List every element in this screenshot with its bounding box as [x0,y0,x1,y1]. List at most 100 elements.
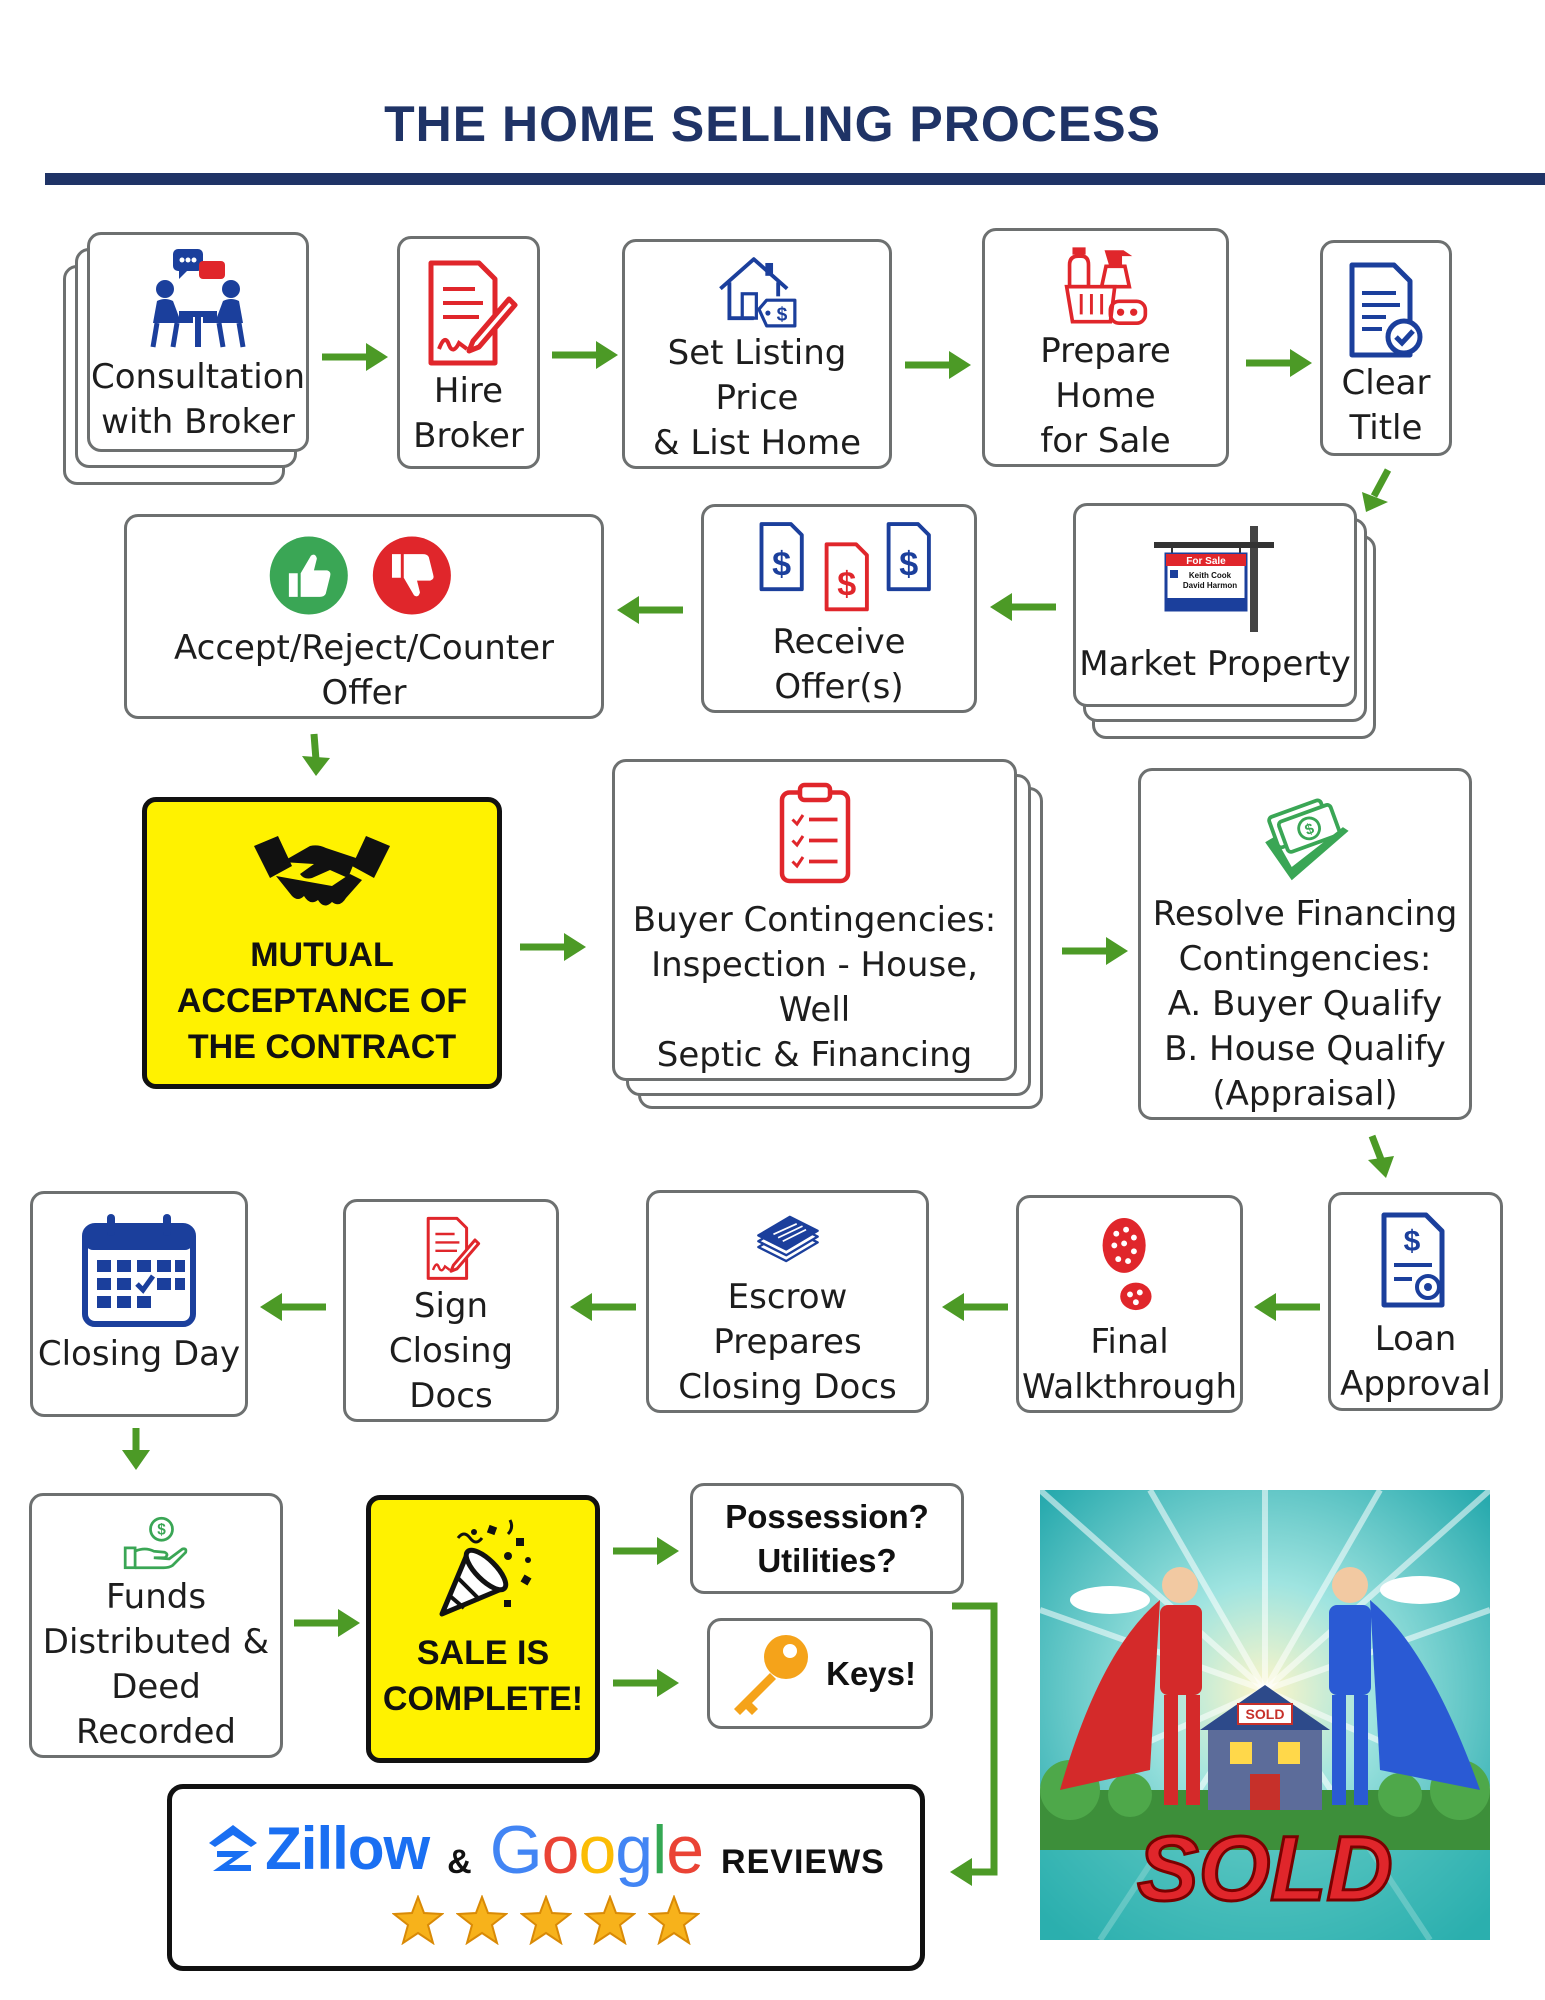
bracket-arrow [950,1602,998,1886]
arrow-right [613,1537,679,1565]
arrow-left [990,593,1056,621]
keys-label: Keys! [826,1654,916,1692]
page-title: THE HOME SELLING PROCESS [384,96,1161,152]
reviews-label: REVIEWS [721,1843,885,1881]
money-check-icon: $ [1265,798,1349,881]
sold-poster-image: SOLD SOLD [1040,1490,1490,1940]
step-escrow-prepares[interactable]: Escrow Prepares Closing Docs [646,1190,929,1413]
arrow-left [1254,1293,1320,1321]
step-label: Closing Day [37,1334,241,1374]
step-market-property[interactable]: For Sale Keith Cook David Harmon Market … [1073,503,1357,707]
zillow-z-icon [209,1825,258,1871]
document-check-icon [1349,262,1423,358]
arrow-down [1362,468,1392,512]
arrow-right [552,341,618,369]
svg-text:$: $ [837,565,856,603]
step-buyer-contingencies[interactable]: Buyer Contingencies: Inspection - House,… [612,759,1017,1081]
title-underline [45,173,1545,185]
handshake-icon [254,836,390,906]
star-rating [392,1895,700,1945]
step-label: Funds Distributed & Deed Recorded [42,1577,270,1752]
star-icon [520,1895,572,1945]
arrow-down [1368,1134,1394,1178]
svg-text:David Harmon: David Harmon [1183,581,1237,590]
svg-text:$: $ [899,545,918,583]
arrow-down [122,1428,150,1470]
svg-text:$: $ [157,1522,166,1539]
possession-utilities-box[interactable]: Possession? Utilities? [690,1483,964,1594]
step-set-listing-price[interactable]: $ Set Listing Price & List Home [622,239,892,469]
arrow-down [302,733,330,776]
sign-header: For Sale [1186,556,1226,567]
key-icon [734,1634,808,1715]
meeting-icon [150,249,246,348]
hand-money-icon: $ [123,1516,188,1570]
arrow-right [294,1609,360,1637]
step-label: MUTUAL ACCEPTANCE OF THE CONTRACT [176,936,468,1066]
step-prepare-home[interactable]: Prepare Home for Sale [982,228,1229,467]
step-label: Market Property [1079,644,1351,684]
step-closing-day[interactable]: Closing Day [30,1191,248,1417]
for-sale-sign-icon: For Sale Keith Cook David Harmon [1154,526,1274,632]
arrow-right [520,933,586,961]
step-final-walkthrough[interactable]: Final Walkthrough [1016,1195,1243,1413]
star-icon [648,1895,700,1945]
step-resolve-financing[interactable]: $ Resolve Financing Contingencies: A. Bu… [1138,768,1472,1120]
step-label: Resolve Financing Contingencies: A. Buye… [1152,894,1458,1114]
svg-text:$: $ [777,305,788,326]
step-label: Loan Approval [1340,1319,1491,1404]
arrow-right [1062,937,1128,965]
step-label: Clear Title [1341,363,1431,448]
svg-text:Keith Cook: Keith Cook [1189,571,1232,580]
footprint-icon [1102,1217,1152,1311]
loan-document-icon: $ [1381,1212,1444,1308]
step-clear-title[interactable]: Clear Title [1320,240,1452,456]
step-label: Final Walkthrough [1021,1322,1237,1407]
dollar-documents-icon: $ $ $ [759,522,931,612]
contract-sign-icon [428,260,517,366]
step-mutual-acceptance[interactable]: MUTUAL ACCEPTANCE OF THE CONTRACT [142,797,502,1089]
zillow-text: Zillow [265,1814,430,1882]
google-logo: Google [489,1812,704,1888]
cleaning-supplies-icon [1063,247,1147,325]
party-popper-icon [439,1519,532,1617]
step-accept-reject-counter[interactable]: Accept/Reject/Counter Offer [124,514,604,719]
step-label: Hire Broker [413,371,524,456]
arrow-right [1246,349,1312,377]
step-label: Sign Closing Docs [388,1286,514,1416]
step-receive-offers[interactable]: $ $ $ Receive Offer(s) [701,504,977,713]
reviews-box[interactable]: Zillow & Google REVIEWS [167,1784,925,1971]
step-label: Buyer Contingencies: Inspection - House,… [632,900,997,1075]
arrow-left [260,1293,326,1321]
step-sign-closing-docs[interactable]: Sign Closing Docs [343,1199,559,1422]
possession-label: Possession? Utilities? [725,1497,929,1579]
step-label: Set Listing Price & List Home [653,333,861,463]
house-price-tag-icon: $ [719,257,797,328]
step-loan-approval[interactable]: $ Loan Approval [1328,1192,1503,1411]
step-funds-distributed[interactable]: $ Funds Distributed & Deed Recorded [29,1493,283,1758]
keys-box[interactable]: Keys! [707,1618,933,1729]
arrow-right [905,351,971,379]
step-label: SALE IS COMPLETE! [382,1634,584,1718]
document-stack-icon [756,1215,819,1263]
arrow-left [942,1293,1008,1321]
checklist-clipboard-icon [779,782,850,884]
poster-word: SOLD [1137,1818,1393,1920]
arrow-right [322,343,388,371]
step-label: Accept/Reject/Counter Offer [173,628,555,713]
step-hire-broker[interactable]: Hire Broker [397,236,540,469]
step-sale-complete[interactable]: SALE IS COMPLETE! [366,1495,600,1763]
step-consultation[interactable]: Consultation with Broker [87,232,309,452]
step-label: Escrow Prepares Closing Docs [678,1277,897,1407]
star-icon [456,1895,508,1945]
arrow-left [617,596,683,624]
house-sign-text: SOLD [1246,1706,1285,1722]
step-label: Consultation with Broker [90,357,306,442]
star-icon [392,1895,444,1945]
arrow-right [613,1669,679,1697]
arrow-left [570,1293,636,1321]
svg-text:$: $ [1403,1225,1420,1258]
star-icon [584,1895,636,1945]
thumbs-up-down-icon [269,536,451,615]
svg-text:$: $ [772,545,791,583]
